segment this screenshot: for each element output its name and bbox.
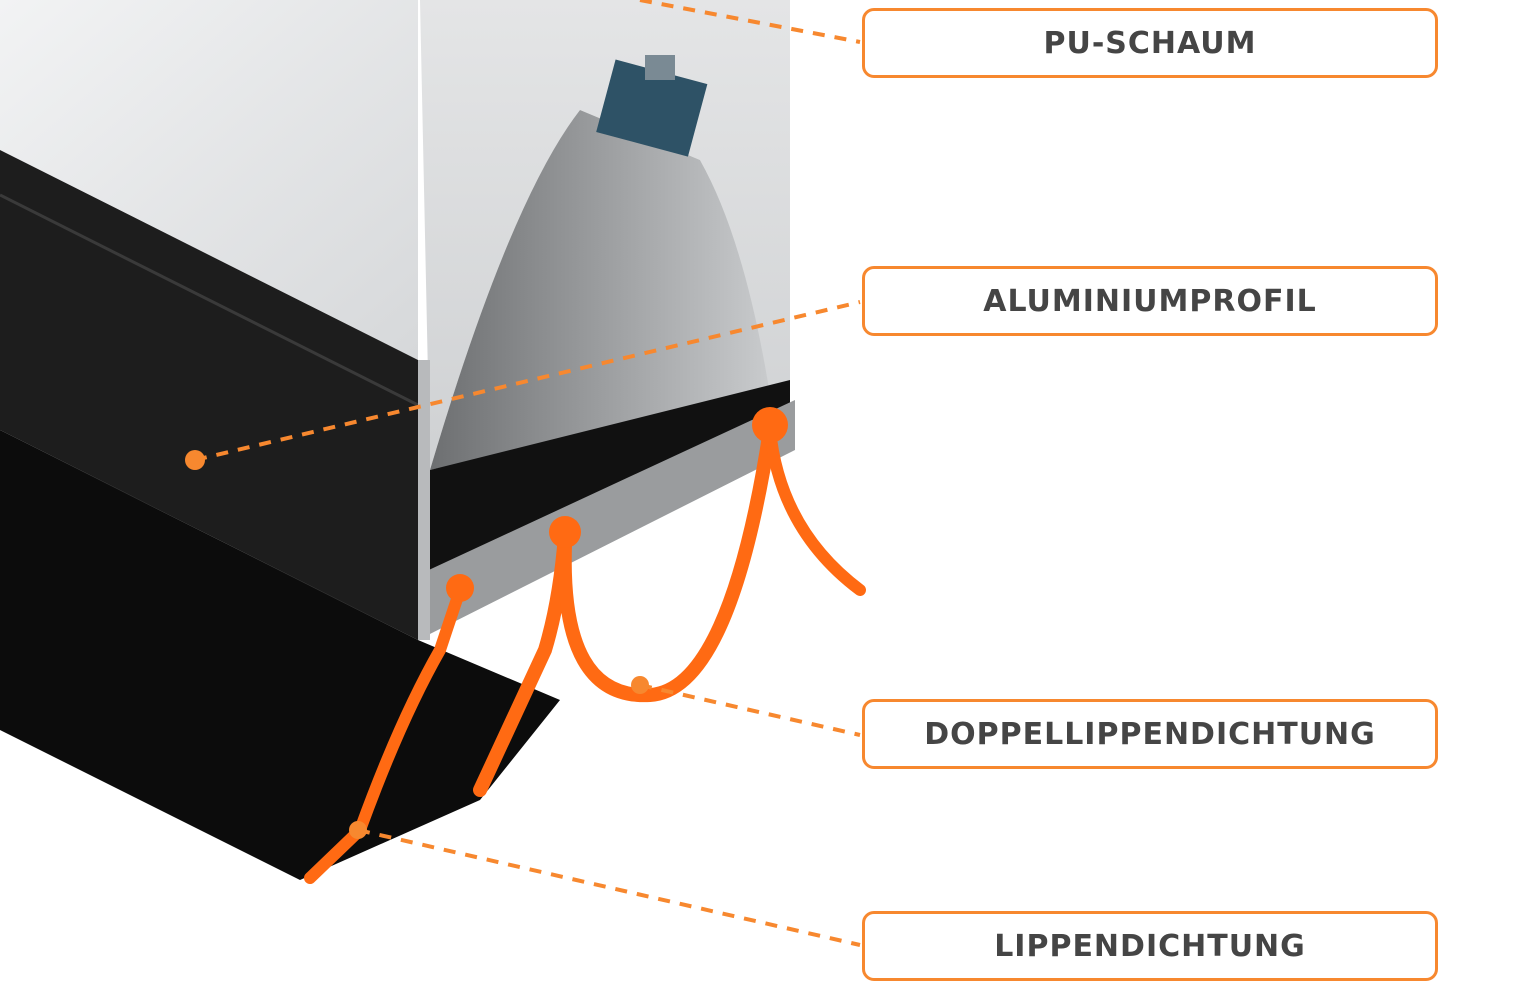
label-text: ALUMINIUMPROFIL — [983, 283, 1317, 319]
marker-dot-aluminiumprofil — [185, 450, 205, 470]
leader-line-aluminiumprofil — [194, 300, 861, 462]
leader-line-doppellippendichtung — [639, 683, 861, 737]
label-lippendichtung: LIPPENDICHTUNG — [862, 911, 1438, 981]
label-text: LIPPENDICHTUNG — [994, 928, 1306, 964]
lower-seal-body — [0, 430, 560, 880]
label-aluminiumprofil: ALUMINIUMPROFIL — [862, 266, 1438, 336]
double-lip-seal-loop — [557, 423, 777, 703]
marker-dot-doppellippendichtung — [631, 676, 649, 694]
marker-dot-lippendichtung — [349, 821, 367, 839]
door-panel-face — [0, 0, 418, 360]
label-doppellippendichtung: DOPPELLIPPENDICHTUNG — [862, 699, 1438, 769]
label-pu-schaum: PU-SCHAUM — [862, 8, 1438, 78]
lip-seal — [304, 584, 466, 884]
leader-line-pu-schaum — [639, 0, 861, 44]
leader-line-lippendichtung — [357, 828, 861, 947]
label-text: DOPPELLIPPENDICHTUNG — [924, 716, 1376, 752]
label-text: PU-SCHAUM — [1043, 25, 1257, 61]
profile-face — [0, 150, 418, 640]
aluminium-rail — [418, 400, 795, 640]
